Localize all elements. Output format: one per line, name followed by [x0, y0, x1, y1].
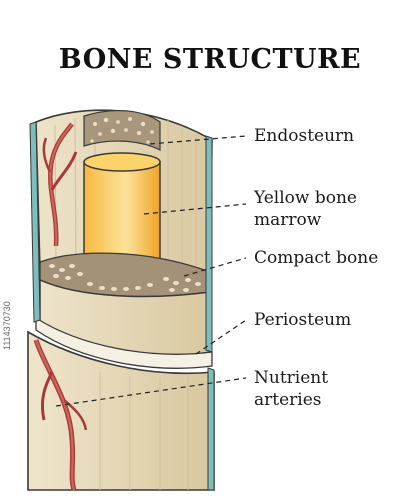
- nutrient-artery-upper: [42, 122, 78, 247]
- endosteum-spongy-region: [83, 110, 161, 151]
- leader-lines: [55, 135, 247, 407]
- label-nutrient-line1: Nutrient: [254, 368, 329, 388]
- label-compact-bone: Compact bone: [254, 248, 379, 268]
- stock-image-id: 1114370730: [2, 301, 12, 350]
- label-yellow-marrow-line1: Yellow bone: [254, 188, 357, 208]
- label-yellow-marrow-line2: marrow: [254, 210, 322, 230]
- leader-endosteum: [149, 135, 247, 145]
- periosteum-layer: [35, 316, 213, 369]
- label-periosteum: Periosteum: [254, 310, 352, 330]
- periosteum-edges: [29, 121, 215, 491]
- label-nutrient-line2: arteries: [254, 390, 322, 410]
- label-endosteum: Endosteurn: [254, 126, 355, 146]
- leader-periosteum: [195, 319, 247, 355]
- nutrient-artery-lower: [33, 339, 88, 491]
- leader-yellow-marrow: [143, 203, 247, 215]
- diagram-title: BONE STRUCTURE: [58, 44, 362, 75]
- leader-compact-bone: [183, 257, 247, 277]
